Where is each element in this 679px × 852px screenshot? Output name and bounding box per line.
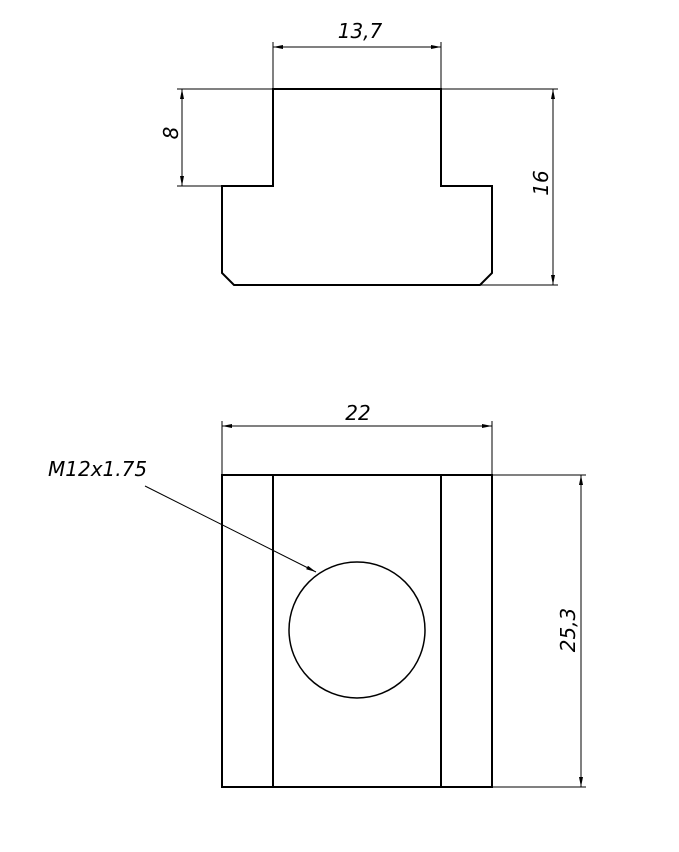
threaded-hole bbox=[288, 561, 426, 699]
dimension-width-top: 13,7 bbox=[272, 19, 442, 89]
top-view: 13,7 8 16 bbox=[159, 19, 558, 286]
thread-label: M12x1.75 bbox=[48, 457, 147, 481]
nut-outline bbox=[221, 474, 493, 788]
t-slot-profile bbox=[221, 88, 493, 286]
dimension-step-height: 8 bbox=[159, 88, 273, 187]
dimension-width-bottom: 22 bbox=[221, 401, 493, 475]
dimension-label: 13,7 bbox=[338, 19, 383, 43]
dimension-label: 25,3 bbox=[556, 608, 580, 653]
plan-view: 22 25,3 M12x1.75 bbox=[48, 401, 586, 788]
thread-callout: M12x1.75 bbox=[48, 457, 317, 573]
dimension-label: 22 bbox=[345, 401, 370, 425]
dimension-total-height: 16 bbox=[441, 88, 558, 286]
dimension-length: 25,3 bbox=[492, 474, 586, 788]
dimension-label: 16 bbox=[529, 170, 553, 195]
dimension-label: 8 bbox=[159, 127, 183, 140]
